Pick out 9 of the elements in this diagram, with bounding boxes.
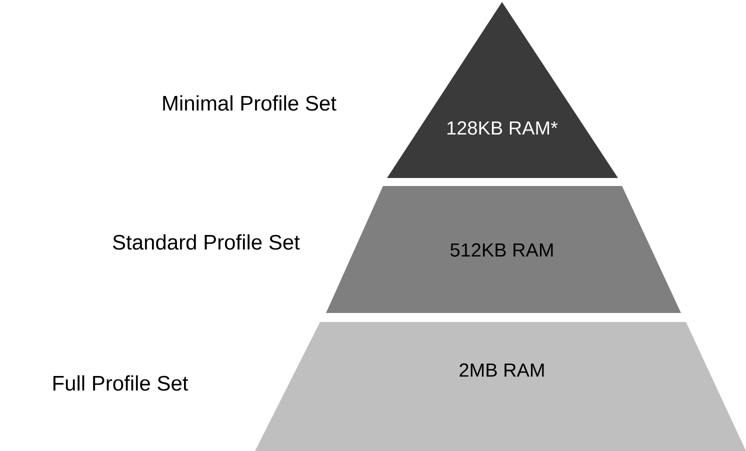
size-label: 512KB RAM xyxy=(450,243,553,257)
pyramid-tier xyxy=(255,322,746,451)
pyramid-tier xyxy=(326,186,681,313)
tier-label: Full Profile Set xyxy=(53,375,188,391)
pyramid-tier xyxy=(387,2,618,178)
tier-label: Minimal Profile Set xyxy=(163,95,336,111)
size-label: 2MB RAM xyxy=(460,363,544,377)
tier-label: Standard Profile Set xyxy=(113,234,300,250)
size-label: 128KB RAM* xyxy=(447,121,558,135)
